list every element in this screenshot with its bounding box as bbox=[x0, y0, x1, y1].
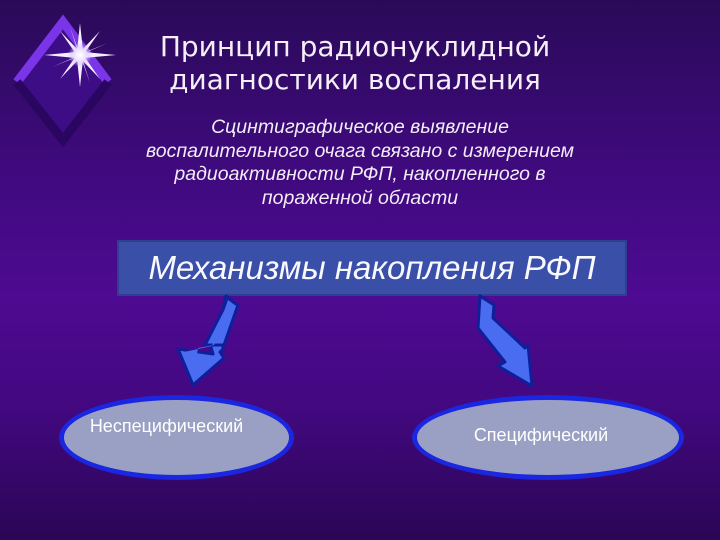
nonspecific-label: Неспецифический bbox=[89, 416, 244, 436]
title-line-1: Принцип радионуклидной bbox=[159, 30, 551, 63]
nonspecific-oval: Неспецифический bbox=[59, 395, 294, 480]
subtitle-line-4: пораженной области bbox=[261, 186, 459, 209]
specific-oval: Специфический bbox=[412, 395, 684, 480]
slide-subtitle: Сцинтиграфическое выявление воспалительн… bbox=[60, 116, 660, 210]
title-line-2: диагностики воспаления bbox=[169, 63, 541, 96]
mechanisms-box: Механизмы накопления РФП bbox=[117, 240, 627, 296]
arrow-down-left-icon bbox=[176, 294, 240, 387]
subtitle-line-3: радиоактивности РФП, накопленного в bbox=[174, 163, 546, 185]
specific-label: Специфический bbox=[473, 425, 609, 445]
subtitle-line-2: воспалительного очага связано с измерени… bbox=[146, 139, 574, 162]
diamond-with-sparkle-icon bbox=[13, 14, 116, 148]
arrow-down-right-icon bbox=[476, 294, 534, 388]
slide-title: Принцип радионуклидной диагностики воспа… bbox=[130, 30, 580, 96]
subtitle-line-1: Сцинтиграфическое выявление bbox=[211, 116, 509, 138]
